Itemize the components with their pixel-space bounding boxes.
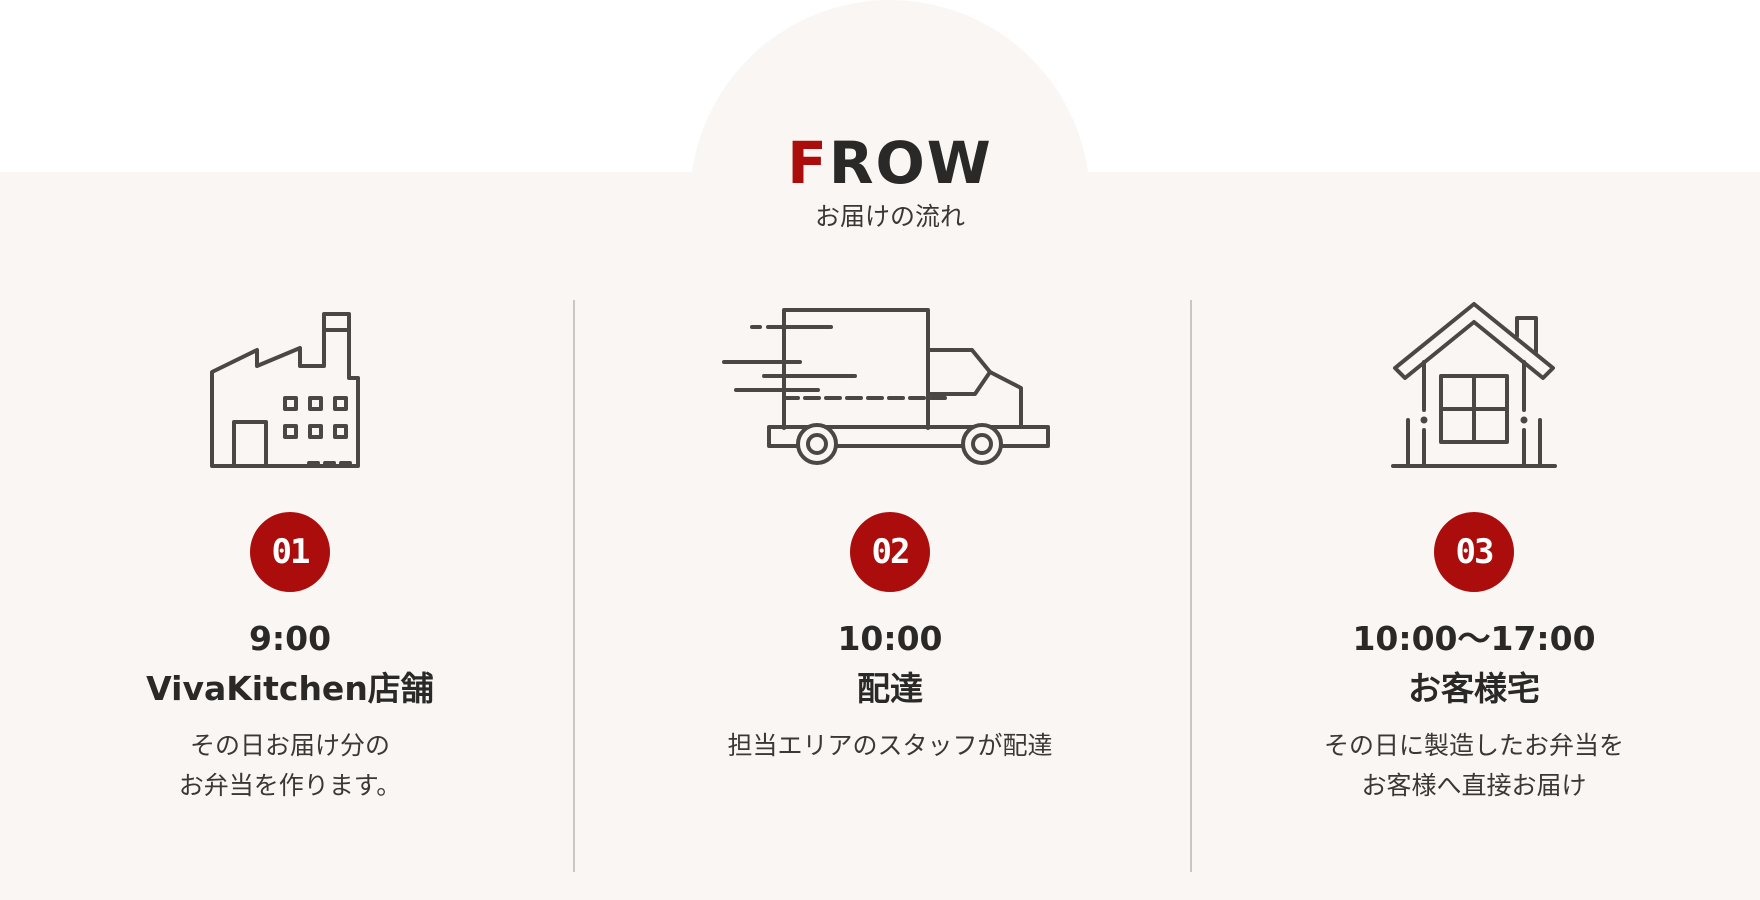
step-1-time: 9:00 — [248, 619, 332, 658]
step-1-place: VivaKitchen店舗 — [146, 669, 434, 708]
step-1-description-line-2: お弁当を作ります。 — [178, 771, 402, 800]
step-2-number-badge: 02 — [850, 512, 930, 592]
step-3-icon-container — [1184, 300, 1760, 472]
flow-step-3: 03 10:00～17:00 お客様宅 その日に製造したお弁当を お客様へ直接お… — [1184, 300, 1760, 860]
step-1-icon-container — [0, 300, 580, 472]
step-1-number-badge: 01 — [250, 512, 330, 592]
step-divider-2 — [1190, 300, 1192, 872]
step-3-description: その日に製造したお弁当を お客様へ直接お届け — [1184, 726, 1760, 806]
step-1-description: その日お届け分の お弁当を作ります。 — [0, 726, 580, 806]
delivery-truck-icon — [722, 308, 1050, 465]
step-3-description-line-2: お客様へ直接お届け — [1361, 771, 1587, 800]
step-2-place: 配達 — [857, 669, 923, 708]
step-2-description: 担当エリアのスタッフが配達 — [600, 726, 1180, 766]
section-subtitle: お届けの流れ — [814, 202, 965, 231]
section-title: FROW — [690, 128, 1090, 198]
step-2-icon-container — [600, 300, 1180, 472]
section-title-rest: ROW — [828, 129, 993, 197]
flow-step-1: 01 9:00 VivaKitchen店舗 その日お届け分の お弁当を作ります。 — [0, 300, 580, 860]
house-icon — [1391, 302, 1557, 468]
step-2-description-line-1: 担当エリアのスタッフが配達 — [727, 731, 1053, 760]
step-3-number-badge: 03 — [1434, 512, 1514, 592]
step-divider-1 — [573, 300, 575, 872]
section-heading: FROW お届けの流れ — [690, 128, 1090, 234]
flow-step-2: 02 10:00 配達 担当エリアのスタッフが配達 — [600, 300, 1180, 860]
heading-arch-background — [690, 0, 1090, 400]
step-3-place: お客様宅 — [1408, 669, 1540, 708]
section-title-accent-letter: F — [787, 129, 829, 197]
step-3-time: 10:00～17:00 — [1352, 619, 1596, 658]
factory-icon — [210, 312, 360, 468]
step-1-description-line-1: その日お届け分の — [189, 731, 390, 760]
step-2-time: 10:00 — [837, 619, 943, 658]
step-3-description-line-1: その日に製造したお弁当を — [1323, 731, 1624, 760]
